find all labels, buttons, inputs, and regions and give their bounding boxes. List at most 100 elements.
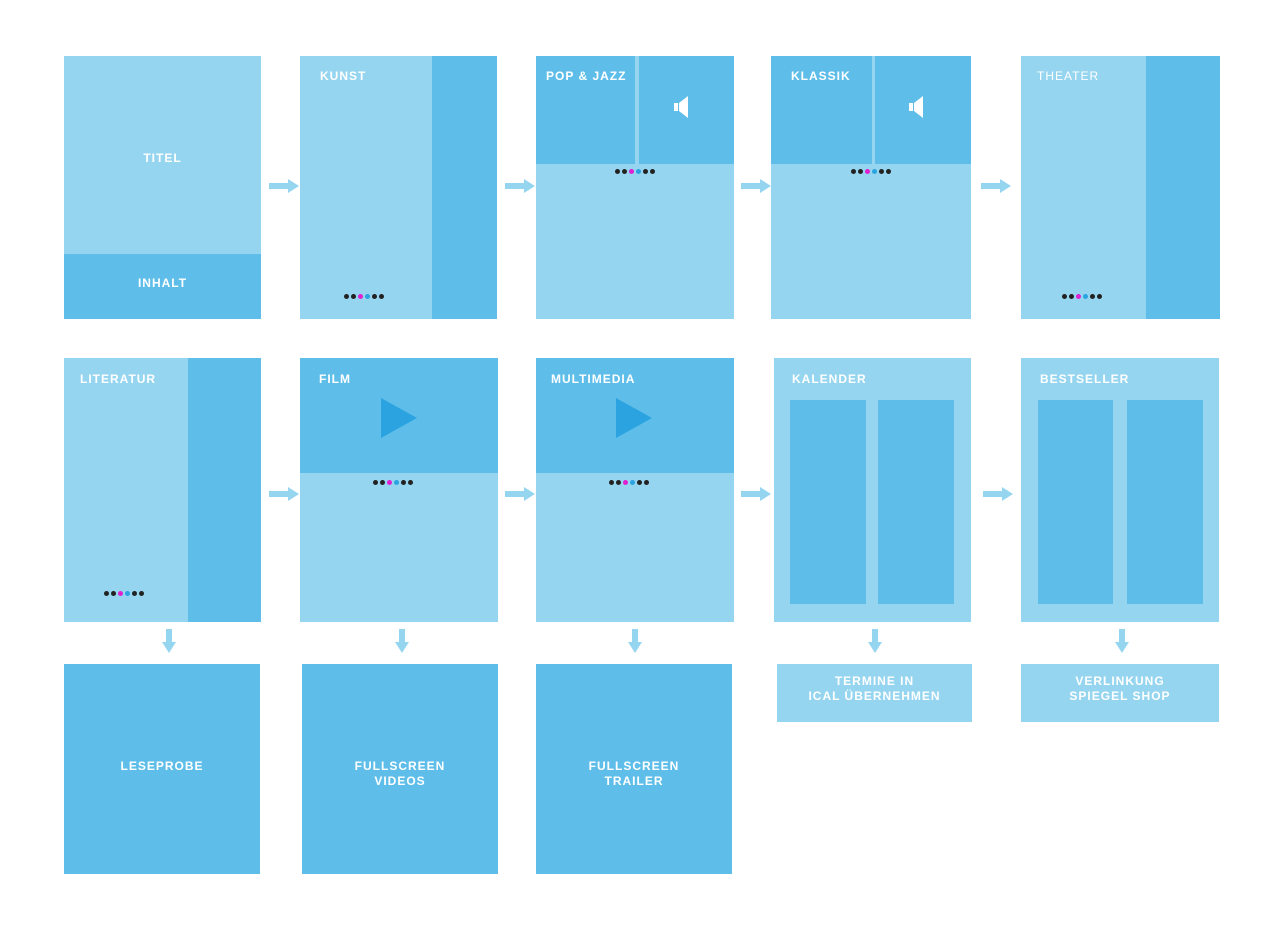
indicator-dot-active[interactable] [865, 169, 870, 174]
arrow-right-icon [505, 487, 535, 501]
indicator-dot[interactable] [380, 480, 385, 485]
indicator-dot[interactable] [609, 480, 614, 485]
detail-fullscreen-trailer: FULLSCREEN TRAILER [536, 664, 732, 874]
speaker-icon [674, 96, 690, 118]
kalender-label: KALENDER [792, 372, 867, 386]
indicator-dot[interactable] [1062, 294, 1067, 299]
arrow-right-icon [505, 179, 535, 193]
indicator-dot-secondary[interactable] [872, 169, 877, 174]
kalender-column-left [790, 400, 866, 604]
kunst-label: KUNST [320, 69, 367, 83]
page-popjazz: POP & JAZZ [536, 56, 734, 319]
bestseller-label: BESTSELLER [1040, 372, 1130, 386]
theater-sidebar [1146, 56, 1220, 319]
indicator-dot[interactable] [1090, 294, 1095, 299]
arrow-right-icon [741, 487, 771, 501]
indicator-dot-secondary[interactable] [636, 169, 641, 174]
page-literatur: LITERATUR [64, 358, 261, 622]
indicator-dot-active[interactable] [387, 480, 392, 485]
indicator-dot[interactable] [851, 169, 856, 174]
page-indicator [615, 169, 655, 174]
indicator-dot-active[interactable] [358, 294, 363, 299]
indicator-dot[interactable] [372, 294, 377, 299]
titel-label: TITEL [143, 151, 182, 165]
indicator-dot[interactable] [401, 480, 406, 485]
detail-termine: TERMINE IN ICAL ÜBERNEHMEN [777, 664, 972, 722]
indicator-dot[interactable] [104, 591, 109, 596]
arrow-down-icon [868, 629, 882, 653]
bestseller-column-right [1127, 400, 1203, 604]
indicator-dot[interactable] [650, 169, 655, 174]
indicator-dot[interactable] [643, 169, 648, 174]
detail-verlinkung: VERLINKUNG SPIEGEL SHOP [1021, 664, 1219, 722]
popjazz-header-left [536, 56, 635, 164]
page-film: FILM [300, 358, 498, 622]
indicator-dot[interactable] [379, 294, 384, 299]
klassik-label: KLASSIK [791, 69, 851, 83]
literatur-sidebar [188, 358, 261, 622]
page-indicator [373, 480, 413, 485]
arrow-down-icon [628, 629, 642, 653]
literatur-label: LITERATUR [80, 372, 157, 386]
indicator-dot[interactable] [637, 480, 642, 485]
arrow-right-icon [269, 487, 299, 501]
indicator-dot[interactable] [644, 480, 649, 485]
indicator-dot[interactable] [351, 294, 356, 299]
indicator-dot[interactable] [879, 169, 884, 174]
indicator-dot[interactable] [1069, 294, 1074, 299]
inhalt-block: INHALT [64, 254, 261, 319]
inhalt-label: INHALT [137, 276, 188, 290]
indicator-dot[interactable] [886, 169, 891, 174]
arrow-right-icon [741, 179, 771, 193]
page-indicator [609, 480, 649, 485]
arrow-down-icon [162, 629, 176, 653]
page-indicator [851, 169, 891, 174]
bestseller-column-left [1038, 400, 1113, 604]
detail-fullscreen-videos: FULLSCREEN VIDEOS [302, 664, 498, 874]
arrow-right-icon [269, 179, 299, 193]
arrow-right-icon [981, 179, 1011, 193]
page-indicator [104, 591, 144, 596]
indicator-dot-secondary[interactable] [394, 480, 399, 485]
indicator-dot-secondary[interactable] [1083, 294, 1088, 299]
page-bestseller: BESTSELLER [1021, 358, 1219, 622]
page-indicator [1062, 294, 1102, 299]
page-kunst: KUNST [300, 56, 497, 319]
page-indicator [344, 294, 384, 299]
termine-label: TERMINE IN ICAL ÜBERNEHMEN [808, 674, 941, 703]
kalender-column-right [878, 400, 954, 604]
indicator-dot[interactable] [408, 480, 413, 485]
indicator-dot[interactable] [616, 480, 621, 485]
theater-label: THEATER [1037, 69, 1100, 83]
indicator-dot[interactable] [373, 480, 378, 485]
indicator-dot[interactable] [111, 591, 116, 596]
detail-leseprobe: LESEPROBE [64, 664, 260, 874]
kunst-sidebar [432, 56, 497, 319]
indicator-dot-active[interactable] [629, 169, 634, 174]
indicator-dot[interactable] [615, 169, 620, 174]
play-icon [616, 398, 652, 438]
arrow-right-icon [983, 487, 1013, 501]
indicator-dot-secondary[interactable] [630, 480, 635, 485]
page-multimedia: MULTIMEDIA [536, 358, 734, 622]
fullscreen-trailer-label: FULLSCREEN TRAILER [588, 759, 680, 788]
indicator-dot-active[interactable] [1076, 294, 1081, 299]
indicator-dot[interactable] [139, 591, 144, 596]
indicator-dot[interactable] [1097, 294, 1102, 299]
page-theater: THEATER [1021, 56, 1220, 319]
page-kalender: KALENDER [774, 358, 971, 622]
indicator-dot-active[interactable] [623, 480, 628, 485]
indicator-dot[interactable] [344, 294, 349, 299]
indicator-dot-active[interactable] [118, 591, 123, 596]
arrow-down-icon [1115, 629, 1129, 653]
indicator-dot-secondary[interactable] [125, 591, 130, 596]
indicator-dot[interactable] [132, 591, 137, 596]
page-klassik: KLASSIK [771, 56, 971, 319]
multimedia-label: MULTIMEDIA [551, 372, 636, 386]
verlinkung-label: VERLINKUNG SPIEGEL SHOP [1069, 674, 1171, 703]
arrow-down-icon [395, 629, 409, 653]
leseprobe-label: LESEPROBE [120, 759, 204, 773]
indicator-dot[interactable] [622, 169, 627, 174]
indicator-dot[interactable] [858, 169, 863, 174]
indicator-dot-secondary[interactable] [365, 294, 370, 299]
